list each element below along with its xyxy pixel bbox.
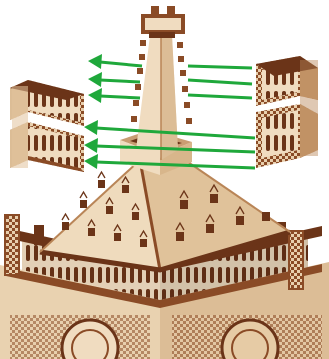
arrow-left-3 [88, 88, 140, 103]
arrow-left-2 [88, 72, 140, 87]
spire [131, 6, 192, 162]
arrow-left-1 [88, 54, 142, 69]
